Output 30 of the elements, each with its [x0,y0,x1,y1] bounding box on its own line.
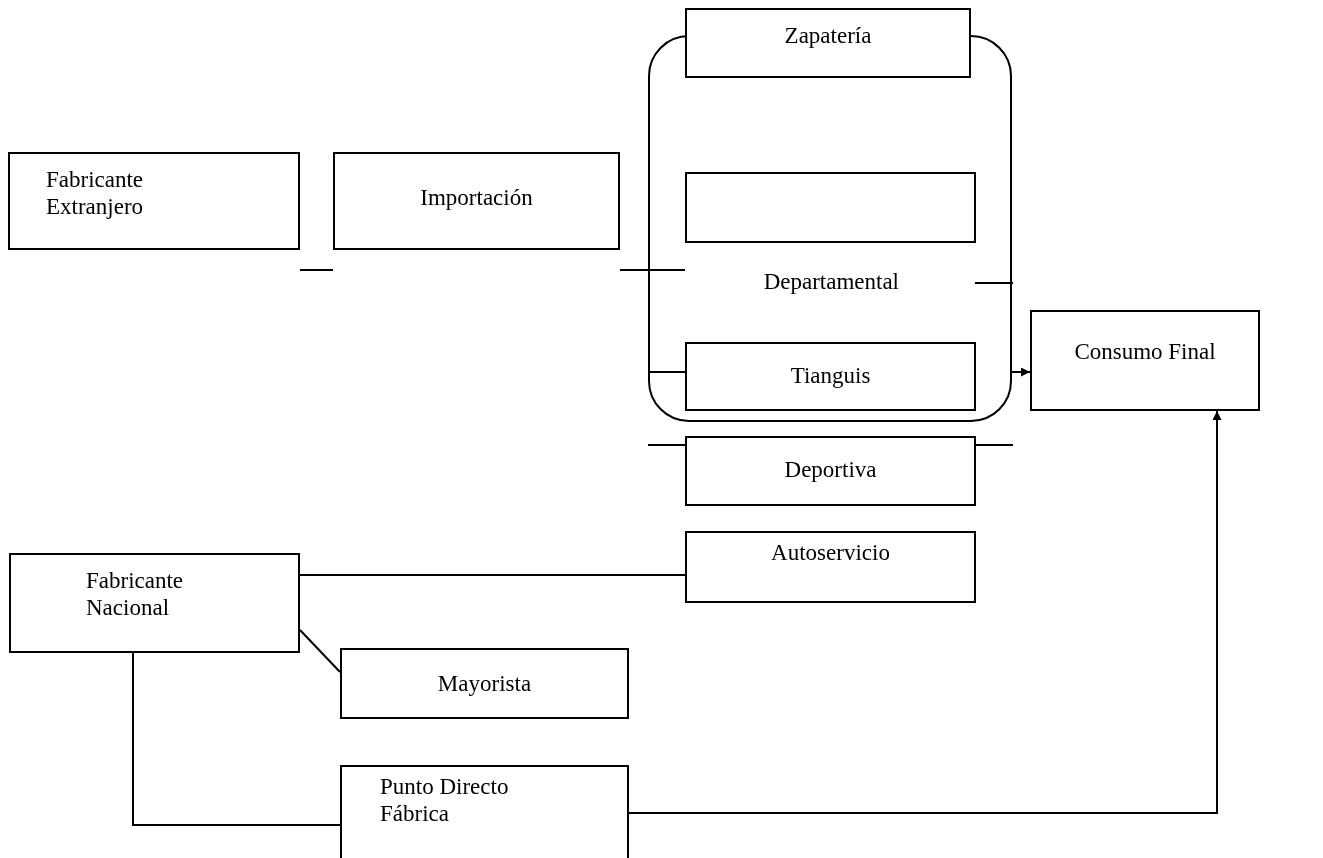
empty-box [685,172,976,243]
box-label: Mayorista [437,670,532,697]
connector-line [132,652,341,826]
process-box [340,765,629,858]
process-box [340,648,629,719]
box-label: Autoservicio [771,539,890,566]
connector-line [647,371,686,373]
box-label: Consumo Final [1074,338,1216,365]
box-label: Importación [420,184,533,211]
arrow [628,410,1222,814]
process-box [685,342,976,411]
box-label: Fabricante Nacional [86,567,185,621]
process-box [1030,310,1260,411]
box-label: Zapatería [784,22,872,49]
text-label: Departamental [762,268,900,295]
process-box [8,152,300,250]
connector-line [975,444,1014,446]
arrow [1011,367,1031,377]
process-box [9,553,300,653]
connector-line [299,574,686,576]
box-label: Tianguis [790,362,871,389]
connector-line [299,629,341,673]
process-box [685,531,976,603]
process-box [685,8,971,78]
process-box [333,152,620,250]
box-label: Punto Directo Fábrica [380,773,510,827]
box-label: Deportiva [784,456,877,483]
connector-line [647,444,686,446]
box-label: Fabricante Extranjero [46,166,145,220]
process-box [685,436,976,506]
